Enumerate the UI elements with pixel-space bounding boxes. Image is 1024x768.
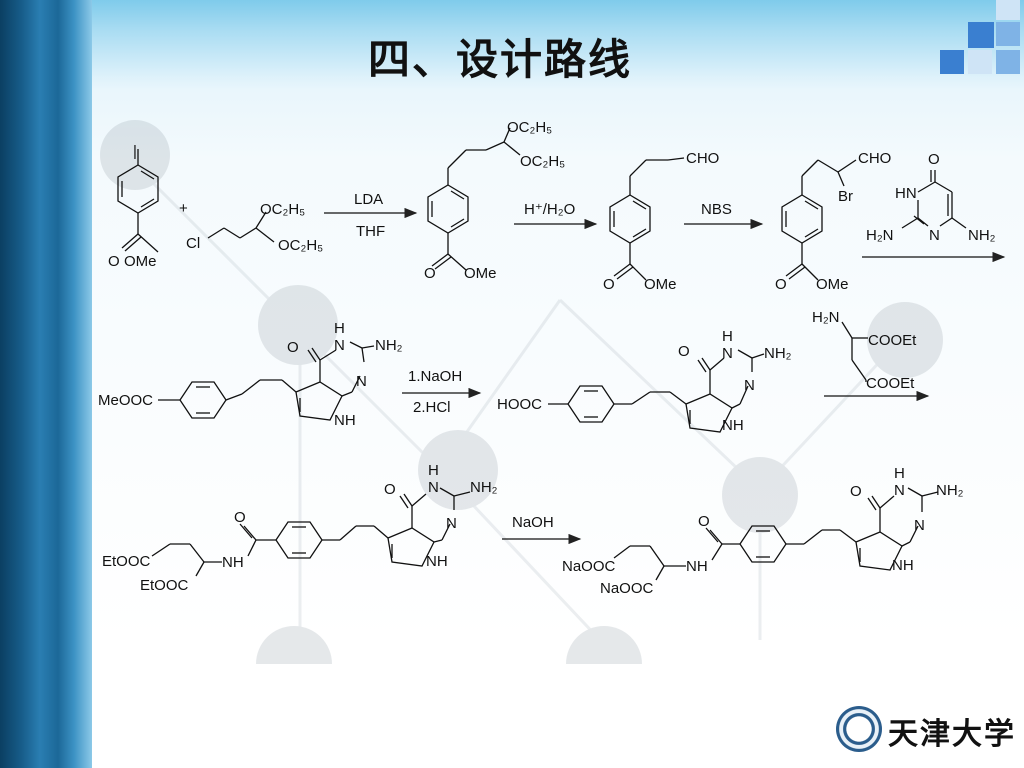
- deco-square: [996, 22, 1020, 46]
- amide-oxygen-label: O: [698, 513, 710, 530]
- deco-square: [968, 50, 992, 74]
- pyrrole-nh-label: NH: [334, 412, 356, 429]
- university-seal-icon: [836, 706, 882, 752]
- methoxy-label: OMe: [644, 276, 677, 293]
- plus-sign: +: [179, 200, 188, 217]
- carboxylic-acid-label: HOOC: [497, 396, 542, 413]
- ethoxy-label-1: OC₂H₅: [260, 201, 305, 218]
- aldehyde-label: CHO: [686, 150, 719, 167]
- pyrrole-nh-label: NH: [722, 417, 744, 434]
- ring-nitrogen-label: N: [914, 517, 925, 534]
- methyl-ester-label: MeOOC: [98, 392, 153, 409]
- ester-oxygen-label: O: [108, 253, 120, 270]
- h-label: H: [894, 465, 905, 482]
- reagent-naoh: NaOH: [512, 514, 554, 531]
- methyl-group-label: |: [133, 143, 137, 160]
- methoxy-label: OMe: [816, 276, 849, 293]
- reagent-naoh-step1: 1.NaOH: [408, 368, 462, 385]
- amine-label: NH₂: [470, 479, 498, 496]
- pyrrole-nh-label: NH: [892, 557, 914, 574]
- reagent-lda: LDA: [354, 191, 383, 208]
- ethyl-ester-label: EtOOC: [140, 577, 189, 594]
- ring-nitrogen-label: N: [722, 345, 733, 362]
- ring-nitrogen-label: N: [929, 227, 940, 244]
- pyrrole-nh-label: NH: [426, 553, 448, 570]
- carbonyl-oxygen-label: O: [850, 483, 862, 500]
- deco-square: [968, 22, 994, 48]
- reagent-acid-water: H⁺/H₂O: [524, 201, 575, 218]
- reagent-nbs: NBS: [701, 201, 732, 218]
- reagent-thf: THF: [356, 223, 385, 240]
- ring-nitrogen-label: N: [356, 373, 367, 390]
- university-name: 天津大学: [888, 717, 1016, 752]
- h-label: H: [334, 320, 345, 337]
- reagent-hcl-step2: 2.HCl: [413, 399, 451, 416]
- page-title: 四、设计路线: [368, 35, 633, 84]
- amine-label: H₂N: [866, 227, 894, 244]
- hn-label: HN: [895, 185, 917, 202]
- watermark-decoration: [100, 120, 943, 664]
- ethyl-ester-label: EtOOC: [102, 553, 151, 570]
- methoxy-label: OMe: [124, 253, 157, 270]
- ring-nitrogen-label: N: [446, 515, 457, 532]
- amide-nh-label: NH: [686, 558, 708, 575]
- ring-nitrogen-label: N: [334, 337, 345, 354]
- sodium-carboxylate-label: NaOOC: [600, 580, 654, 597]
- ester-oxygen-label: O: [775, 276, 787, 293]
- deco-square: [996, 0, 1020, 20]
- amine-label: NH₂: [375, 337, 403, 354]
- ring-nitrogen-label: N: [744, 377, 755, 394]
- carbonyl-oxygen-label: O: [678, 343, 690, 360]
- deco-square: [996, 50, 1020, 74]
- carbonyl-oxygen-label: O: [928, 151, 940, 168]
- carbonyl-oxygen-label: O: [384, 481, 396, 498]
- amide-nh-label: NH: [222, 554, 244, 571]
- ethyl-ester-label: COOEt: [868, 332, 917, 349]
- ethoxy-label-3: OC₂H₅: [507, 119, 552, 136]
- ethyl-ester-label: COOEt: [866, 375, 915, 392]
- chloro-label: Cl: [186, 235, 200, 252]
- carbonyl-oxygen-label: O: [287, 339, 299, 356]
- h-label: H: [428, 462, 439, 479]
- top-decorative-strip: [92, 0, 1024, 78]
- sodium-carboxylate-label: NaOOC: [562, 558, 616, 575]
- methoxy-label: OMe: [464, 265, 497, 282]
- amine-label: H₂N: [812, 309, 840, 326]
- amine-label: NH₂: [764, 345, 792, 362]
- amide-oxygen-label: O: [234, 509, 246, 526]
- amine-label: NH₂: [968, 227, 996, 244]
- ester-oxygen-label: O: [603, 276, 615, 293]
- amine-label: NH₂: [936, 482, 964, 499]
- aldehyde-label: CHO: [858, 150, 891, 167]
- bromo-label: Br: [838, 188, 853, 205]
- ring-nitrogen-label: N: [428, 479, 439, 496]
- ring-nitrogen-label: N: [894, 482, 905, 499]
- ethoxy-label-2: OC₂H₅: [278, 237, 323, 254]
- deco-square: [940, 50, 964, 74]
- left-decorative-bar: [0, 0, 92, 768]
- ethoxy-label-4: OC₂H₅: [520, 153, 565, 170]
- h-label: H: [722, 328, 733, 345]
- ester-oxygen-label: O: [424, 265, 436, 282]
